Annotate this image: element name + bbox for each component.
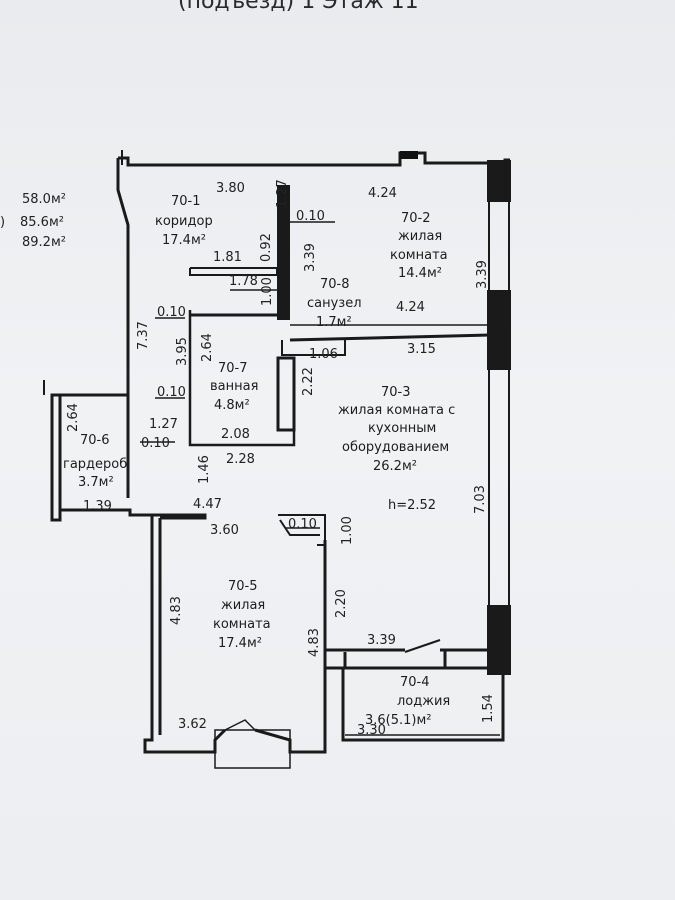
label-dimensions-d010b: 0.10 [157, 305, 186, 320]
label-rooms-r3-name2: кухонным [368, 421, 436, 436]
label-dimensions-d100b: 1.00 [340, 516, 355, 545]
label-rooms-r2-name2: комната [390, 248, 448, 263]
label-rooms-r3-height: h=2.52 [388, 498, 436, 513]
label-dimensions-d330: 3.30 [357, 723, 386, 738]
room-70-1: 70-1 коридор 17.4м² [155, 194, 213, 248]
room-70-3: 70-3 жилая комната с кухонным оборудован… [338, 385, 455, 513]
label-rooms-r1-name: коридор [155, 214, 213, 229]
walls [43, 150, 511, 769]
label-rooms-r3-area: 26.2м² [373, 459, 417, 474]
label-dimensions-d483a: 4.83 [169, 596, 184, 625]
label-dimensions-d178: 1.78 [229, 274, 258, 289]
label-dimensions-d181: 1.81 [213, 250, 242, 265]
label-dimensions-d483b: 4.83 [307, 628, 322, 657]
label-dimensions-d339b: 3.39 [475, 260, 490, 289]
label-dimensions-d395: 3.95 [175, 337, 190, 366]
label-dimensions-d100a: 1.00 [260, 277, 275, 306]
room-70-7: 70-7 ванная 4.8м² [210, 361, 258, 413]
label-rooms-r5-area: 17.4м² [218, 636, 262, 651]
label-dimensions-d264b: 2.64 [66, 403, 81, 432]
label-rooms-r3-name1: жилая комната с [338, 403, 455, 418]
label-rooms-r2-id: 70-2 [401, 211, 431, 226]
label-rooms-r1-id: 70-1 [171, 194, 201, 209]
label-rooms-r8-name: санузел [307, 296, 362, 311]
label-dimensions-d362: 3.62 [178, 717, 207, 732]
dimension-lines [140, 221, 335, 529]
label-dimensions-d154: 1.54 [481, 694, 496, 723]
label-rooms-r5-id: 70-5 [228, 579, 258, 594]
side-area-1: 58.0м² [22, 192, 66, 207]
label-rooms-r7-area: 4.8м² [214, 398, 250, 413]
label-dimensions-d010c: 0.10 [157, 385, 186, 400]
label-dimensions-d447: 4.47 [193, 497, 222, 512]
label-rooms-r2-name1: жилая [398, 229, 442, 244]
side-marker: ) [0, 215, 5, 230]
label-dimensions-d139: 1.39 [83, 499, 112, 514]
label-rooms-r4-name: лоджия [397, 694, 450, 709]
label-dimensions-d092: 0.92 [259, 233, 274, 262]
label-dimensions-d703: 7.03 [473, 485, 488, 514]
label-dimensions-d208: 2.08 [221, 427, 250, 442]
label-dimensions-d424b: 4.24 [396, 300, 425, 315]
label-dimensions-d146: 1.46 [197, 455, 212, 484]
label-rooms-r7-id: 70-7 [218, 361, 248, 376]
label-dimensions-d737: 7.37 [136, 321, 151, 350]
room-70-2: 70-2 жилая комната 14.4м² [390, 211, 448, 281]
label-dimensions-d010a: 0.10 [296, 209, 325, 224]
side-area-2: 85.6м² [20, 215, 64, 230]
label-dimensions-d127a: 1.27 [275, 179, 290, 208]
label-dimensions-d360: 3.60 [210, 523, 239, 538]
label-dimensions-d315: 3.15 [407, 342, 436, 357]
label-rooms-r3-id: 70-3 [381, 385, 411, 400]
label-dimensions-d228: 2.28 [226, 452, 255, 467]
label-rooms-r3-name3: оборудованием [342, 440, 449, 455]
label-rooms-r6-id: 70-6 [80, 433, 110, 448]
label-rooms-r6-area: 3.7м² [78, 475, 114, 490]
room-70-8: 70-8 санузел 1.7м² [307, 277, 362, 330]
label-dimensions-d339c: 3.39 [367, 633, 396, 648]
room-70-4: 70-4 лоджия 3.6(5.1)м² [365, 675, 450, 728]
label-dimensions-d106: 1.06 [309, 347, 338, 362]
plan-header: (подъезд) 1 Этаж 11 [178, 0, 419, 14]
label-rooms-r4-id: 70-4 [400, 675, 430, 690]
label-rooms-r1-area: 17.4м² [162, 233, 206, 248]
label-dimensions-d264a: 2.64 [200, 333, 215, 362]
label-rooms-r2-area: 14.4м² [398, 266, 442, 281]
label-dimensions-d424a: 4.24 [368, 186, 397, 201]
label-rooms-r8-id: 70-8 [320, 277, 350, 292]
label-rooms-r7-name: ванная [210, 379, 258, 394]
label-rooms-r6-name: гардероб [63, 457, 127, 472]
label-dimensions-d339a: 3.39 [303, 243, 318, 272]
label-dimensions-d220: 2.20 [334, 589, 349, 618]
room-70-6: 70-6 гардероб 3.7м² [63, 433, 127, 490]
label-dimensions-d010e: 0.10 [288, 517, 317, 532]
label-dimensions-d010d: 0.10 [141, 436, 170, 451]
room-70-5: 70-5 жилая комната 17.4м² [213, 579, 271, 651]
side-area-3: 89.2м² [22, 235, 66, 250]
label-rooms-r4-area: 3.6(5.1)м² [365, 713, 432, 728]
label-dimensions-d222: 2.22 [301, 367, 316, 396]
dimension-labels: 3.80 4.24 1.27 0.10 0.92 3.39 1.81 1.78 … [66, 179, 496, 738]
label-rooms-r5-name1: жилая [221, 598, 265, 613]
label-dimensions-d127b: 1.27 [149, 417, 178, 432]
label-dimensions-d380: 3.80 [216, 181, 245, 196]
label-rooms-r5-name2: комната [213, 617, 271, 632]
label-rooms-r8-area: 1.7м² [316, 315, 352, 330]
